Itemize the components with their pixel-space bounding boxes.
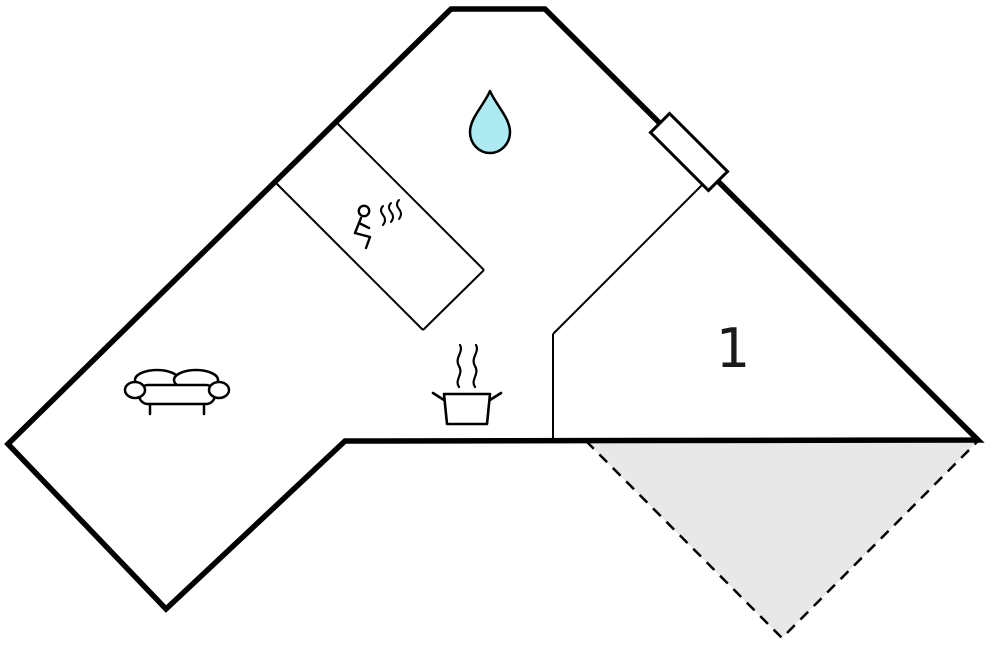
terrace-dashed-outline <box>585 440 979 640</box>
interior-wall-sauna-bottom <box>274 181 424 331</box>
sauna-person-icon <box>353 199 402 250</box>
interior-walls <box>274 121 713 441</box>
door-window-marker <box>648 111 730 193</box>
water-drop-icon <box>468 89 512 155</box>
bedroom-1-label: 1 <box>716 317 750 380</box>
terrace-area <box>585 440 979 640</box>
interior-wall-sauna-bathroom <box>335 121 485 271</box>
sofa-icon <box>123 368 231 416</box>
interior-wall-bedroom-diagonal <box>552 174 713 335</box>
terrace-fill <box>586 441 978 638</box>
cooking-pot-icon <box>431 343 503 426</box>
interior-wall-sauna-right <box>422 269 485 331</box>
exterior-wall-outline <box>4 6 985 613</box>
